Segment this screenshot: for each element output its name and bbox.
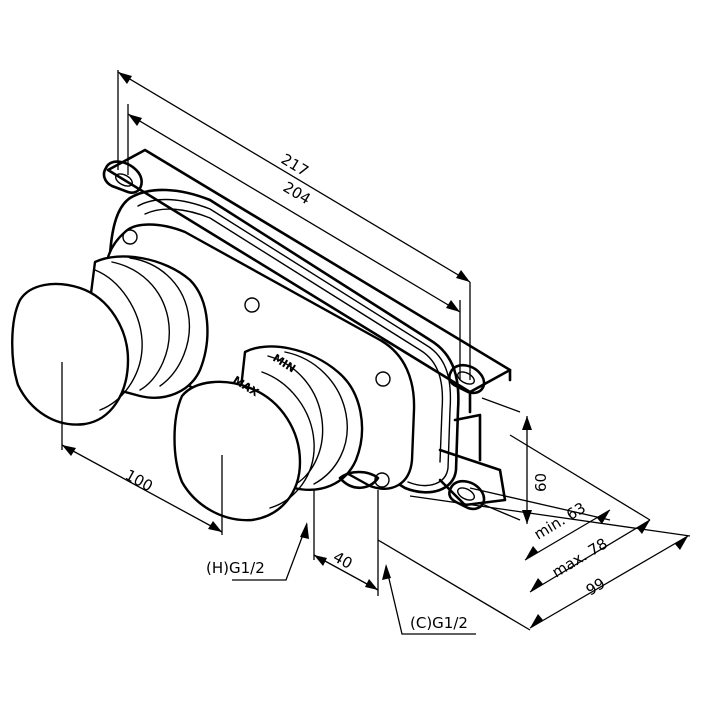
- dimension-depth: min. 63 max. 78 99: [377, 434, 691, 631]
- screw-hole-top-left: [122, 229, 138, 245]
- outlet-stub: [338, 470, 380, 490]
- dimension-max78-label: max. 78: [549, 534, 611, 581]
- screw-hole-right: [375, 371, 391, 387]
- dimension-60-label: 60: [532, 473, 550, 492]
- dimension-40-label: 40: [330, 548, 355, 573]
- leader-cold: (C)G1/2: [382, 564, 476, 635]
- right-knob: MAX MIN: [173, 345, 364, 522]
- dimension-min63-label: min. 63: [531, 499, 589, 544]
- mounting-box: [106, 148, 512, 507]
- label-hot-connection: (H)G1/2: [206, 559, 265, 577]
- leader-hot: (H)G1/2: [206, 522, 309, 581]
- left-knob: [11, 255, 209, 426]
- mounting-tab-top-left: [102, 160, 143, 194]
- dimension-60: 60: [481, 397, 550, 524]
- screw-hole-center: [244, 297, 260, 313]
- dimension-40: 40: [313, 490, 379, 596]
- dimension-217-label: 217: [278, 150, 312, 180]
- dimension-204-label: 204: [280, 178, 314, 208]
- mounting-tab-top-right: [448, 363, 486, 395]
- dimension-100-label: 100: [122, 466, 156, 496]
- label-cold-connection: (C)G1/2: [410, 614, 468, 632]
